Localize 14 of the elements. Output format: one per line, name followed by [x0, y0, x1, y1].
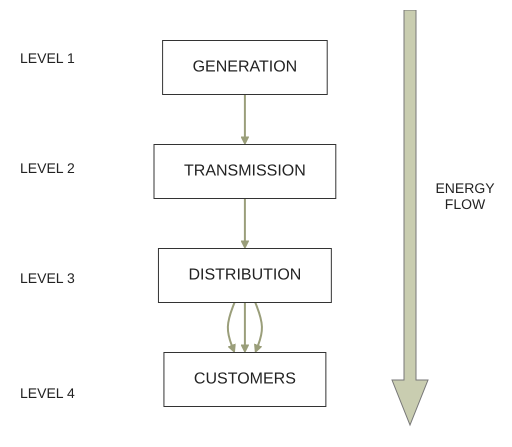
arrow — [254, 302, 264, 353]
arrow — [240, 94, 250, 145]
flow-label: ENERGY FLOW — [435, 180, 495, 212]
level-label: LEVEL 1 — [20, 50, 75, 66]
node-box: DISTRIBUTION — [158, 248, 332, 303]
node-box: GENERATION — [162, 40, 328, 95]
arrow — [240, 302, 250, 353]
level-label: LEVEL 2 — [20, 160, 75, 176]
level-label: LEVEL 4 — [20, 385, 75, 401]
node-box: TRANSMISSION — [154, 144, 336, 199]
arrow — [226, 302, 236, 353]
arrow — [240, 198, 250, 249]
node-box: CUSTOMERS — [164, 352, 326, 407]
level-label: LEVEL 3 — [20, 270, 75, 286]
